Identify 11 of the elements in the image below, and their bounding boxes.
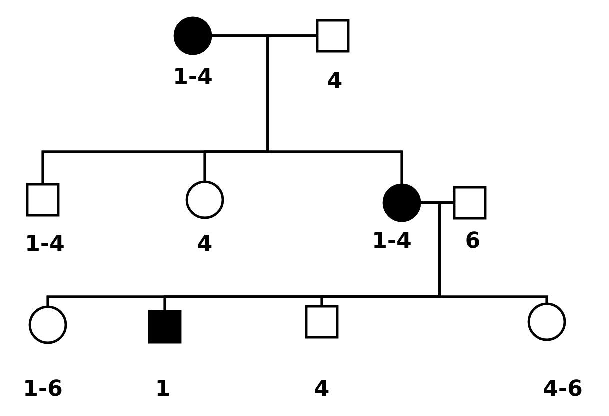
node-label: 1 [158, 380, 170, 396]
node-label: 1-6 [26, 380, 62, 396]
pedigree-line [266, 34, 404, 185]
node-label: 1-4 [28, 234, 64, 252]
node-label: 4 [328, 72, 342, 88]
node-label: 4 [198, 234, 212, 252]
node-label: 4 [315, 380, 329, 396]
node-label: 4-6 [544, 380, 582, 396]
node-label: 1-4 [176, 68, 212, 84]
node-label: 6 [466, 232, 480, 248]
node-label: 1-4 [374, 232, 411, 248]
